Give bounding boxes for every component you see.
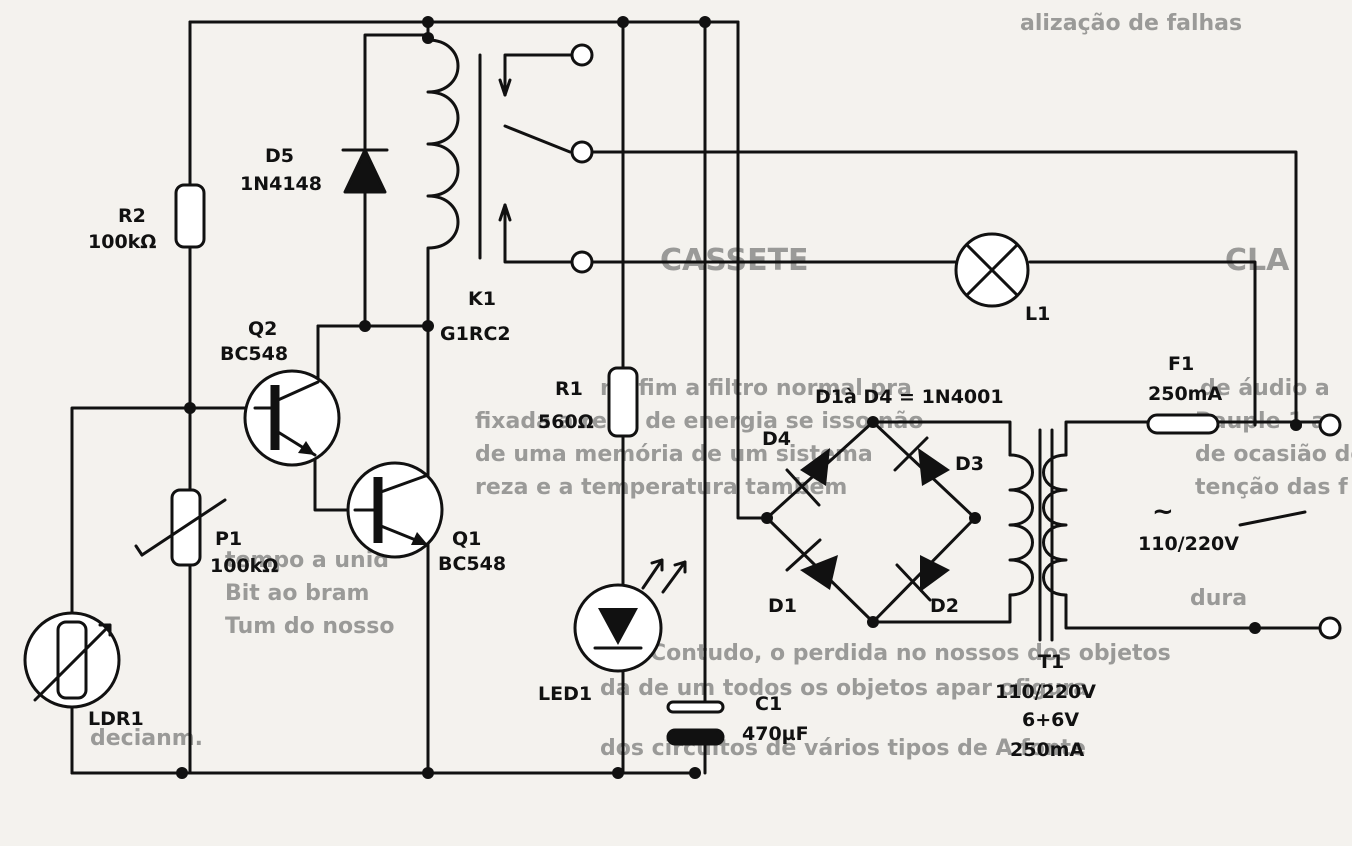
r1-value: 560Ω <box>538 411 594 433</box>
bg-mid-2: fixada a rede de energia se isso não <box>475 409 923 434</box>
lamp-l1: L1 <box>954 232 1050 325</box>
ac-symbol: ~ <box>1152 497 1174 527</box>
bg-right-3: de ocasião de <box>1195 442 1352 467</box>
q2-value: BC548 <box>220 343 288 365</box>
l1-ref: L1 <box>1025 303 1050 325</box>
bg-right-6: Bit ao bram <box>225 581 369 606</box>
bg-mid-3: de uma memória de um sistema <box>475 442 873 467</box>
d1-ref: D1 <box>768 595 797 617</box>
diode-d3: D3 <box>893 436 984 486</box>
bg-top-right: alização de falhas <box>1020 11 1242 36</box>
q1-value: BC548 <box>438 553 506 575</box>
t1-line1: 110/220V <box>995 681 1096 703</box>
d4-ref: D4 <box>762 428 791 450</box>
mains-input: ~ 110/220V <box>1138 413 1342 640</box>
d5-ref: D5 <box>265 145 294 167</box>
bg-mid-5: dura <box>1190 586 1247 611</box>
mains-value: 110/220V <box>1138 533 1239 555</box>
diode-d2: D2 <box>895 555 959 617</box>
q2-ref: Q2 <box>248 318 277 340</box>
bg-right-5: tempo a unid <box>225 548 389 573</box>
bg-mid-6: Contudo, o perdida no nossos dos objetos <box>650 641 1171 666</box>
d5-value: 1N4148 <box>240 173 322 195</box>
f1-value: 250mA <box>1148 383 1222 405</box>
capacitor-c1: C1 470µF <box>666 693 809 746</box>
bg-mid-4: reza e a temperatura também <box>475 475 847 500</box>
k1-value: G1RC2 <box>440 323 511 345</box>
t1-line2: 6+6V <box>1022 709 1079 731</box>
bg-mid-7: da de um todos os objetos apar ofigura <box>600 676 1088 701</box>
potentiometer-p1: P1 100kΩ <box>134 488 278 577</box>
bg-right-4: tenção das f <box>1195 475 1348 500</box>
bg-mid-1: no fim a filtro normal pra <box>600 376 912 401</box>
d3-ref: D3 <box>955 453 984 475</box>
t1-ref: T1 <box>1038 651 1064 673</box>
ldr-ldr1: LDR1 <box>23 611 144 730</box>
r1-ref: R1 <box>555 378 583 400</box>
fuse-f1: F1 250mA <box>1146 353 1222 435</box>
resistor-r1: R1 560Ω <box>538 366 639 438</box>
diode-d4: D4 <box>762 428 830 507</box>
q1-ref: Q1 <box>452 528 481 550</box>
transistor-q1: Q1 BC548 <box>346 458 506 575</box>
resistor-r2: R2 100kΩ <box>88 183 206 253</box>
f1-ref: F1 <box>1168 353 1194 375</box>
r2-value: 100kΩ <box>88 231 156 253</box>
led-led1: LED1 <box>538 558 687 705</box>
bridge-note: D1à D4 = 1N4001 <box>815 386 1004 408</box>
d2-ref: D2 <box>930 595 959 617</box>
c1-ref: C1 <box>755 693 782 715</box>
transistor-q2: Q2 BC548 <box>220 318 341 467</box>
t1-line3: 250mA <box>1010 739 1084 761</box>
diode-d5: D5 1N4148 <box>240 145 389 195</box>
p1-ref: P1 <box>215 528 242 550</box>
ldr1-ref: LDR1 <box>88 708 144 730</box>
c1-value: 470µF <box>742 723 809 745</box>
relay-k1: K1 G1RC2 <box>426 38 594 345</box>
k1-ref: K1 <box>468 288 496 310</box>
bg-right-1: de áudio a <box>1200 376 1330 401</box>
bg-right-8: decianm. <box>90 726 203 751</box>
diode-d1: D1 <box>768 538 838 617</box>
bg-right-7: Tum do nosso <box>225 614 394 639</box>
p1-value: 100kΩ <box>210 555 278 577</box>
transformer-t1: T1 110/220V 6+6V 250mA <box>995 428 1096 761</box>
r2-ref: R2 <box>118 205 146 227</box>
led1-ref: LED1 <box>538 683 592 705</box>
